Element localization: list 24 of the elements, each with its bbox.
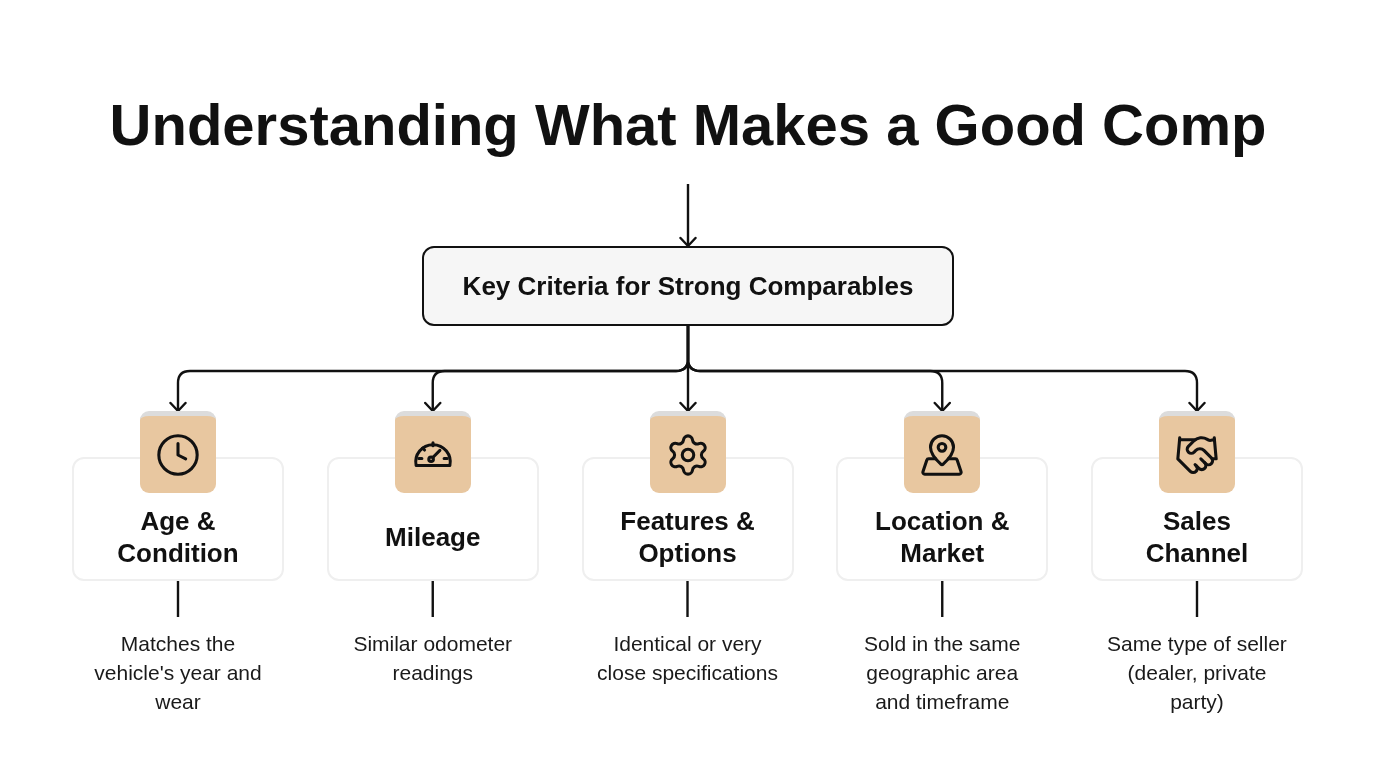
card-heading: Mileage: [384, 521, 482, 553]
criterion-card: [1091, 411, 1303, 581]
arrow: [686, 326, 1206, 413]
criterion-card: [581, 411, 794, 581]
card-heading: Location & Market: [874, 505, 1011, 569]
connector-line: [176, 581, 180, 617]
card-heading: Features & Options: [619, 505, 756, 569]
connector-line: [941, 581, 944, 617]
card-heading: Age & Condition: [116, 505, 240, 569]
criterion-card: [72, 411, 284, 581]
connector-line: [686, 581, 689, 617]
description-text: Similar odometer readings: [340, 617, 526, 687]
card-heading: Sales Channel: [1144, 505, 1250, 569]
description-text: Identical or very close specifications: [592, 617, 783, 687]
title: Understanding What Makes a Good Comp: [109, 91, 1267, 159]
criteria-box: Key Criteria for Strong Comparables: [422, 246, 954, 326]
description-text: Matches the vehicle's year and wear: [85, 617, 271, 716]
connector-line: [431, 581, 434, 617]
criterion-card: [836, 411, 1049, 581]
connector-line: [1195, 581, 1199, 617]
description-text: Sold in the same geographic area and timeframe: [852, 617, 1033, 716]
criterion-card: [326, 411, 539, 581]
arrow: [679, 184, 697, 248]
description-text: Same type of seller (dealer, private party): [1104, 617, 1290, 716]
